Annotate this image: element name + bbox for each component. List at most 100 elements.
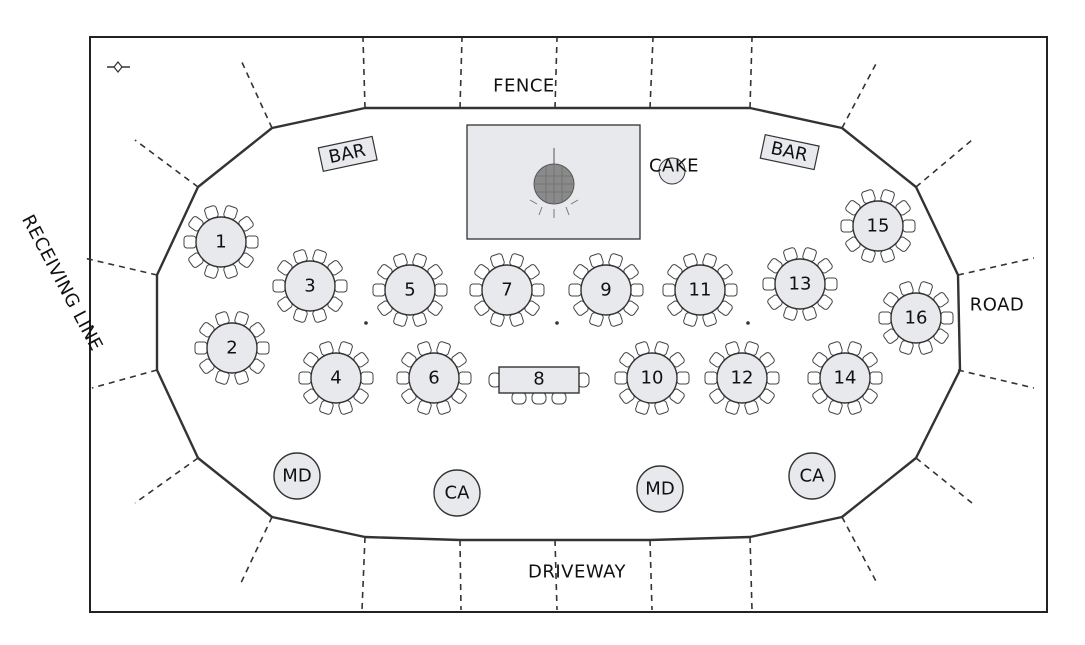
guy-line [554, 37, 558, 109]
chair [469, 283, 483, 297]
chair [372, 283, 386, 297]
table-number: 6 [428, 368, 439, 389]
round-table: 10 [614, 341, 690, 415]
bar-left-label: BAR [327, 140, 368, 168]
cake-label: CAKE [649, 156, 699, 177]
chair [824, 277, 838, 291]
station-label: MD [282, 466, 311, 487]
guy-line [459, 539, 462, 611]
service-stations: MD CA MD CA [273, 452, 836, 517]
chair [531, 283, 545, 297]
table-number: 15 [867, 216, 890, 237]
guy-line [239, 516, 273, 586]
table-top [408, 352, 460, 404]
table-number: 5 [404, 280, 415, 301]
table-top [310, 352, 362, 404]
chair [568, 283, 582, 297]
guy-line [83, 257, 158, 276]
table-top [774, 258, 826, 310]
chair [630, 283, 644, 297]
table-number: 2 [226, 338, 237, 359]
compass-marker-icon [107, 61, 130, 73]
guy-line [915, 139, 973, 188]
fence-label: FENCE [493, 76, 555, 97]
disco-ball-icon [529, 148, 579, 218]
bar-right-label: BAR [769, 138, 810, 166]
chair [396, 371, 410, 385]
bar-right: BAR [759, 133, 820, 171]
table-top [384, 264, 436, 316]
chair [360, 371, 374, 385]
guy-line [841, 59, 879, 129]
guy-line [957, 369, 1035, 389]
chair [614, 371, 628, 385]
table-top [716, 352, 768, 404]
table-top [284, 260, 336, 312]
chair [807, 371, 821, 385]
chair [878, 311, 892, 325]
station-marker [636, 465, 684, 513]
guy-line [957, 257, 1035, 276]
chair [940, 311, 954, 325]
station-marker [433, 469, 481, 517]
round-table: 16 [878, 281, 954, 355]
post-marker [364, 321, 368, 325]
chair [662, 283, 676, 297]
table-number: 13 [789, 274, 812, 295]
head-table: 8 [488, 366, 590, 405]
round-table: 15 [840, 189, 916, 263]
chair [840, 219, 854, 233]
table-number: 3 [304, 276, 315, 297]
chair [256, 341, 270, 355]
table-top [206, 322, 258, 374]
chair [183, 235, 197, 249]
table-number: 1 [215, 232, 226, 253]
table-number: 9 [600, 280, 611, 301]
cake-table [658, 157, 686, 185]
property-boundary [89, 36, 1048, 613]
table-top [819, 352, 871, 404]
table-number: 16 [905, 308, 928, 329]
station-marker [788, 452, 836, 500]
round-table: 11 [662, 253, 738, 327]
chair [902, 219, 916, 233]
table-number: 14 [834, 368, 857, 389]
station-marker [273, 452, 321, 500]
guy-line [649, 37, 654, 109]
round-table: 13 [762, 247, 838, 321]
table-number: 4 [330, 368, 341, 389]
round-table: 5 [372, 253, 448, 327]
round-table: 3 [272, 249, 348, 323]
station-label: CA [445, 483, 471, 504]
guy-line [649, 539, 653, 611]
guy-line [841, 516, 879, 586]
round-table: 1 [183, 205, 259, 279]
tent-guy-lines [83, 37, 1035, 611]
station-label: CA [800, 466, 826, 487]
station-label: MD [645, 479, 674, 500]
table-top [481, 264, 533, 316]
chair [334, 279, 348, 293]
station: MD [273, 452, 321, 500]
guy-line [749, 536, 753, 611]
table-top [195, 216, 247, 268]
guy-line [134, 139, 199, 188]
guy-line [554, 539, 558, 611]
table-number: 12 [731, 368, 754, 389]
guy-line [361, 536, 366, 611]
round-table: 7 [469, 253, 545, 327]
guy-line [459, 37, 463, 109]
chair [869, 371, 883, 385]
receiving-line-label: RECEIVING LINE [17, 211, 106, 354]
chair [434, 283, 448, 297]
chair [458, 371, 472, 385]
station: CA [788, 452, 836, 500]
chair [724, 283, 738, 297]
chair [194, 341, 208, 355]
table-top [890, 292, 942, 344]
chair [762, 277, 776, 291]
table-top [852, 200, 904, 252]
guy-line [362, 37, 366, 109]
